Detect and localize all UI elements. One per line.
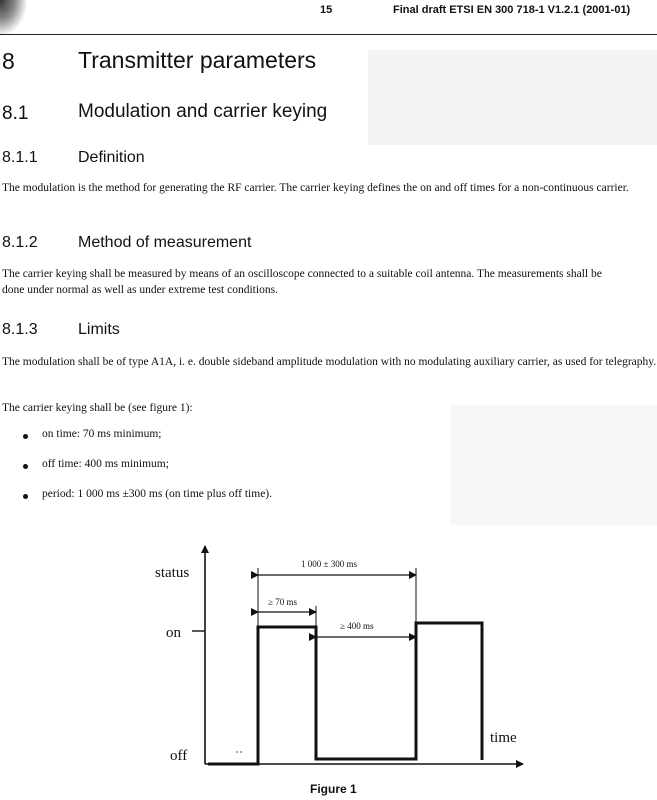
off-level-label: off — [170, 748, 187, 764]
subsection-title: Modulation and carrier keying — [78, 101, 328, 122]
bullet-on-time: on time: 70 ms minimum; — [42, 428, 162, 440]
on-time-label: ≥ 70 ms — [268, 597, 297, 607]
definition-number: 8.1.1 — [2, 149, 38, 166]
limits-text: The modulation shall be of type A1A, i. … — [2, 356, 657, 368]
bullet-period: period: 1 000 ms ±300 ms (on time plus o… — [42, 488, 273, 500]
figure-caption: Figure 1 — [310, 782, 357, 796]
bullet-off-time: off time: 400 ms minimum; — [42, 458, 169, 470]
limits-number: 8.1.3 — [2, 321, 38, 338]
scan-artifact — [450, 405, 657, 525]
off-time-label: ≥ 400 ms — [340, 621, 374, 631]
method-text: The carrier keying shall be measured by … — [2, 268, 602, 296]
scan-artifact — [368, 50, 657, 145]
bullet-dot — [23, 494, 28, 499]
definition-text: The modulation is the method for generat… — [2, 182, 629, 194]
header-rule — [0, 34, 657, 35]
on-level-label: on — [166, 625, 182, 641]
page-number: 15 — [320, 4, 333, 16]
definition-title: Definition — [78, 149, 145, 166]
document-id: Final draft ETSI EN 300 718-1 V1.2.1 (20… — [393, 4, 631, 16]
y-axis-label: status — [155, 565, 189, 581]
section-number: 8 — [2, 48, 15, 74]
method-title: Method of measurement — [78, 234, 252, 251]
scan-shadow — [0, 0, 26, 34]
bullet-dot — [23, 464, 28, 469]
x-axis-label: time — [490, 730, 517, 746]
keying-intro: The carrier keying shall be (see figure … — [2, 402, 193, 414]
limits-title: Limits — [78, 321, 120, 338]
section-title: Transmitter parameters — [78, 47, 317, 73]
keying-waveform — [208, 621, 484, 766]
bullet-dot — [23, 434, 28, 439]
method-number: 8.1.2 — [2, 234, 38, 251]
subsection-number: 8.1 — [2, 103, 29, 124]
period-label: 1 000 ± 300 ms — [301, 559, 357, 569]
